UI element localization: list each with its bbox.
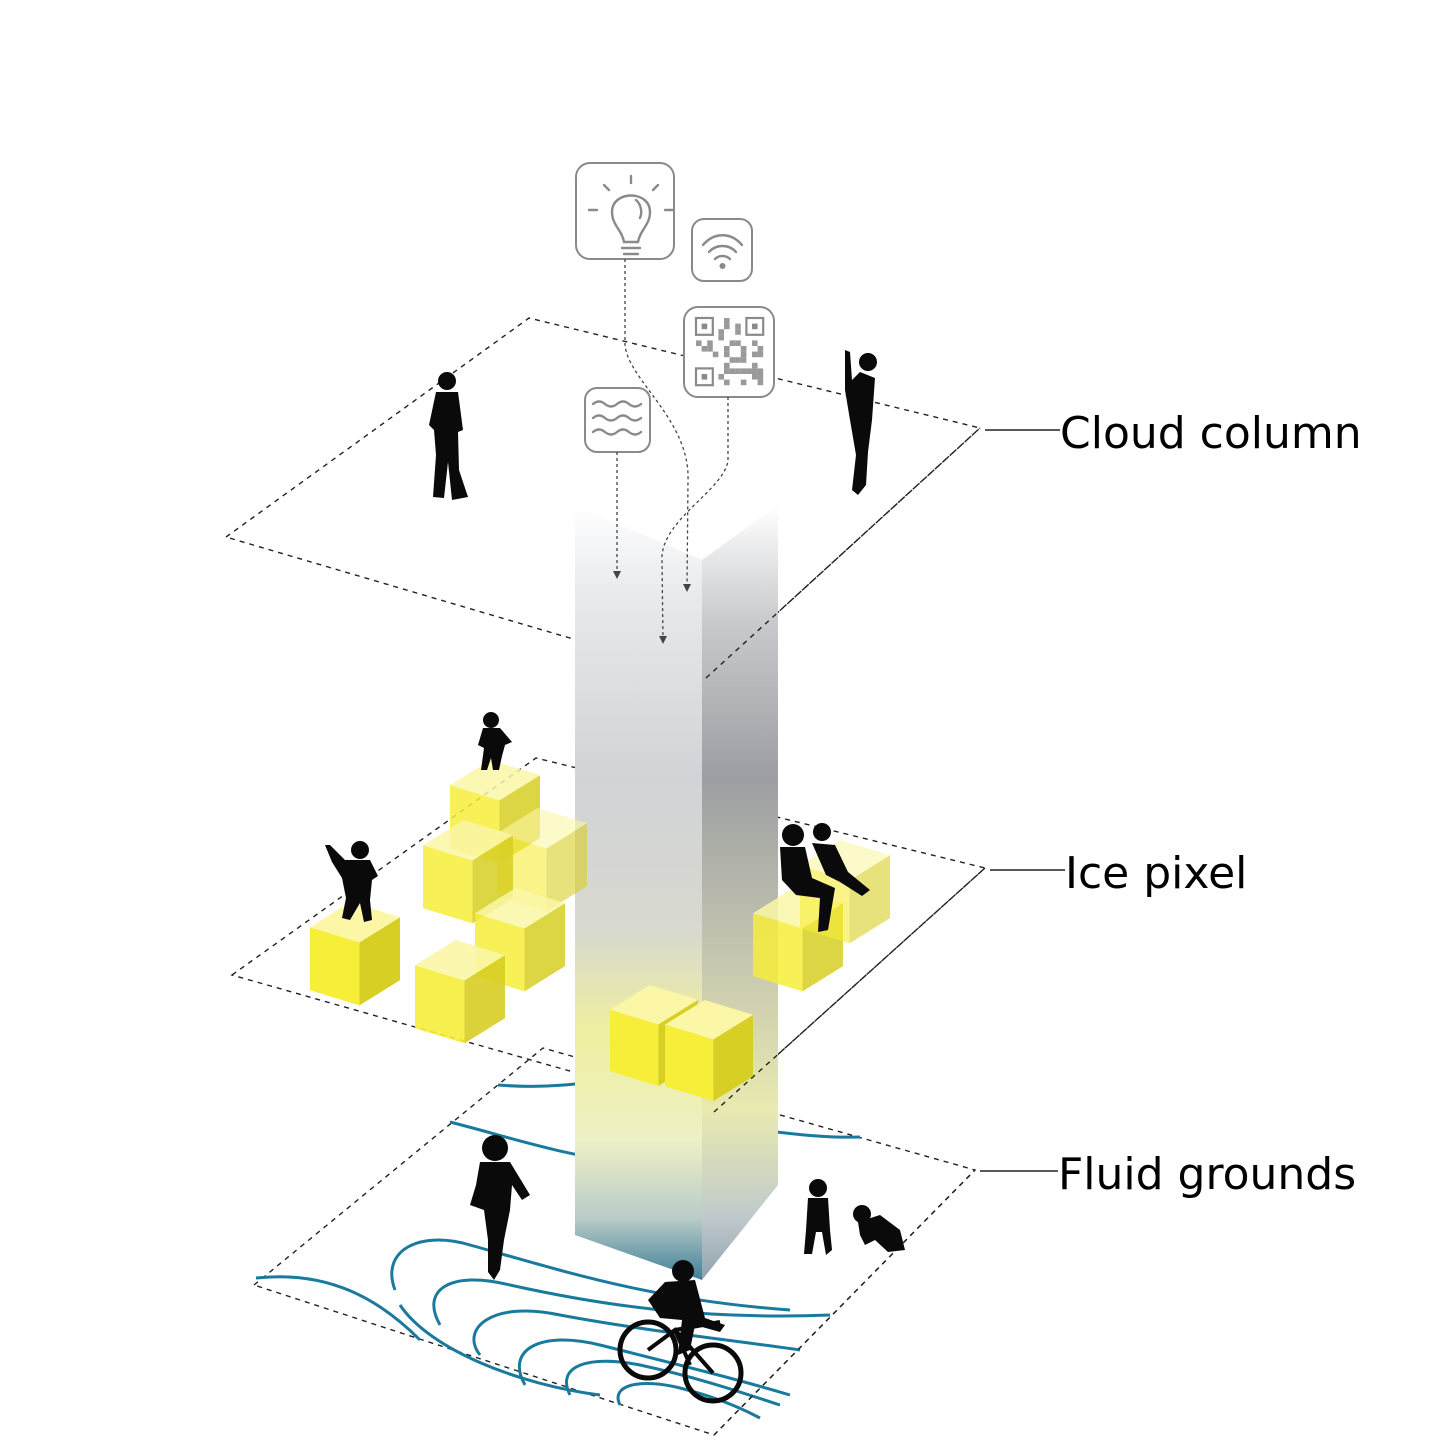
child-on-cube-top <box>478 712 512 770</box>
wifi-icon <box>691 218 753 282</box>
cyclist <box>617 1260 744 1404</box>
ice-cube <box>310 902 400 1006</box>
water-waves-icon <box>584 387 651 453</box>
person-walking <box>470 1135 530 1280</box>
ice-cube <box>665 1000 753 1102</box>
cloud-column <box>575 505 778 1280</box>
lightbulb-icon <box>575 162 675 260</box>
qr-code-icon <box>683 306 775 398</box>
ice-cube <box>415 940 505 1044</box>
child-standing <box>804 1179 832 1255</box>
fluid-grounds-label: Fluid grounds <box>1058 1149 1356 1200</box>
column-side-face <box>702 505 778 1280</box>
person-standing-phone <box>429 372 468 500</box>
person-pointing-up <box>845 350 877 495</box>
data-flow-arrows <box>613 259 729 644</box>
column-front-face <box>575 505 702 1280</box>
child-waving <box>325 841 378 922</box>
ice-cubes <box>310 760 890 1102</box>
child-crouching <box>853 1205 905 1252</box>
ice-pixel-label: Ice pixel <box>1065 848 1247 899</box>
cloud-column-label: Cloud column <box>1060 408 1362 459</box>
couple-sitting <box>780 823 870 932</box>
